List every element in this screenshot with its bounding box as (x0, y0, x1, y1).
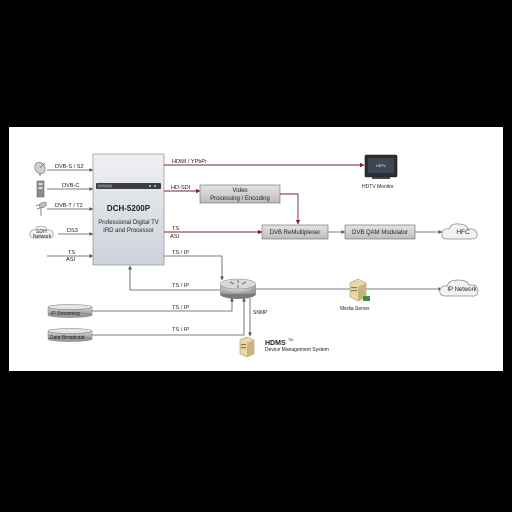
remux-label: DVB ReMultiplexer (270, 230, 321, 236)
ip-streaming-store: IP Streaming (47, 304, 93, 318)
label-ds3: DS3 (67, 228, 78, 234)
label-asi-out: ASI (170, 234, 179, 240)
rack-unit-icon (96, 183, 161, 189)
label-hdsdi: HD-SDI (171, 185, 191, 191)
label-tsip-stream: TS / IP (172, 305, 189, 311)
processor-box: DCH-5200P Professional Digital TV IRD an… (92, 153, 165, 266)
label-tsip-upper: TS / IP (172, 250, 189, 256)
cable-receiver-icon (36, 180, 45, 198)
hfc-label: HFC (456, 229, 470, 236)
label-asi-in: ASI (66, 257, 75, 263)
hdms-server-icon (239, 336, 255, 358)
data-broadcast-store: Data Broadcast (47, 328, 93, 342)
label-dvbc: DVB-C (62, 183, 79, 189)
label-ts-out: TS (172, 226, 179, 232)
qam-label: DVB QAM Modulator (352, 230, 408, 236)
media-server-icon (349, 278, 370, 302)
hdms-desc: Device Management System (265, 347, 329, 353)
processor-model: DCH-5200P (107, 204, 151, 213)
processor-desc-2: IRD and Processor (103, 228, 154, 234)
hdtv-screen-text: HDTV (376, 164, 386, 168)
link-databroadcast-router (92, 297, 246, 336)
router-icon (219, 278, 257, 299)
hdms-tm: TM (288, 338, 293, 342)
label-network: Network (33, 234, 52, 240)
terrestrial-antenna-icon (35, 201, 48, 216)
link-video-remux (280, 193, 301, 225)
link-tsip-upper (164, 255, 224, 281)
link-ipstreaming-router (92, 297, 234, 312)
ip-network-label: IP Network (447, 287, 477, 293)
label-dvbt: DVB-T / T2 (55, 203, 83, 209)
ip-streaming-label: IP Streaming (51, 311, 80, 317)
label-tsip-data: TS / IP (172, 327, 189, 333)
hdms-name: HDMS (265, 340, 286, 347)
label-media-server: Media Server (340, 306, 370, 312)
processor-desc-1: Professional Digital TV (98, 220, 159, 226)
label-snmp: SNMP (253, 310, 268, 316)
video-box-line1: Video (232, 188, 248, 194)
hfc-cloud: HFC (441, 223, 478, 240)
qam-modulator-box: DVB QAM Modulator (344, 224, 416, 240)
remultiplexer-box: DVB ReMultiplexer (261, 224, 329, 240)
label-hdtv-monitor: HDTV Monitor (362, 184, 394, 190)
label-tsip-lower: TS / IP (172, 283, 189, 289)
video-box-line2: Processing / Encoding (210, 196, 270, 202)
label-sdh: SDH (36, 229, 47, 235)
sdh-network-cloud: SDH Network (29, 225, 54, 240)
label-hdmi: HDMI / YPbPr (172, 159, 207, 165)
data-broadcast-label: Data Broadcast (50, 335, 85, 341)
ip-network-cloud: IP Network (439, 279, 479, 297)
satellite-dish-icon (34, 161, 46, 176)
label-dvbs: DVB-S / S2 (55, 164, 84, 170)
input-links (47, 168, 94, 258)
link-tsip-lower (128, 265, 222, 291)
label-ts-in: TS (68, 250, 75, 256)
hdtv-monitor-icon: HDTV (364, 154, 398, 179)
video-processing-box: Video Processing / Encoding (199, 184, 281, 204)
